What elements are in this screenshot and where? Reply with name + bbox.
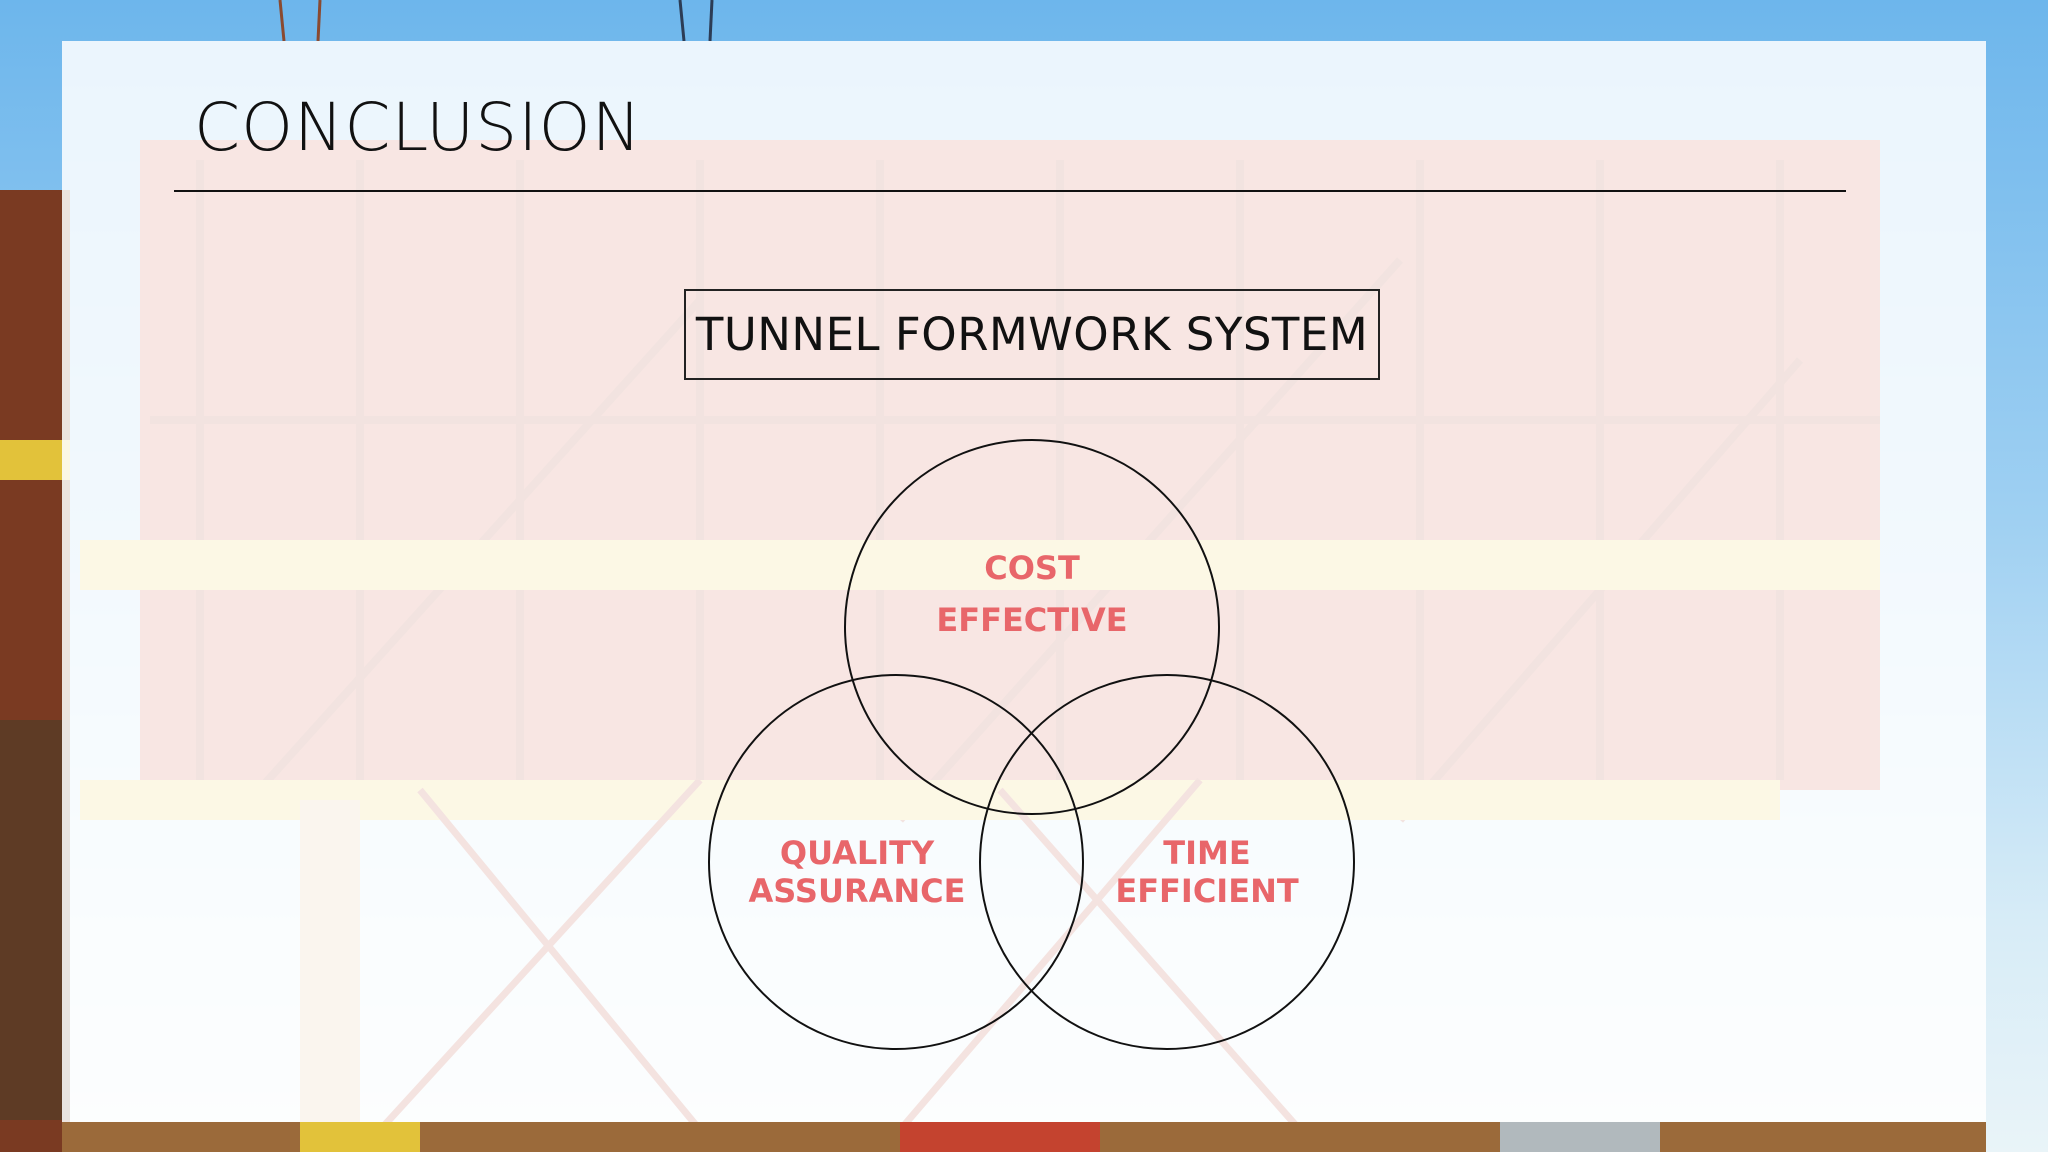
venn-label-cost-effective: COST EFFECTIVE xyxy=(936,542,1127,646)
venn-label-effective: EFFECTIVE xyxy=(936,601,1128,639)
venn-label-efficient: EFFICIENT xyxy=(1115,872,1299,910)
slide-title: CONCLUSION xyxy=(194,89,642,166)
venn-label-quality-assurance: QUALITY ASSURANCE xyxy=(749,834,966,910)
diagram-heading-box: TUNNEL FORMWORK SYSTEM xyxy=(684,289,1380,380)
venn-label-time: TIME xyxy=(1163,834,1251,872)
venn-label-quality: QUALITY xyxy=(779,834,935,872)
venn-label-cost: COST xyxy=(984,549,1080,587)
diagram-heading: TUNNEL FORMWORK SYSTEM xyxy=(695,308,1369,361)
venn-label-time-efficient: TIME EFFICIENT xyxy=(1115,834,1298,910)
title-divider xyxy=(174,190,1846,192)
venn-label-assurance: ASSURANCE xyxy=(748,872,966,910)
